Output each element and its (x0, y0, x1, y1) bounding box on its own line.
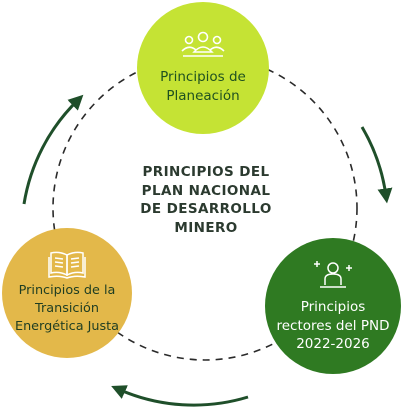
rectores-line-2: rectores del PND (276, 317, 390, 334)
arrow-to-rectores (360, 126, 393, 204)
transicion-line-3: Energética Justa (14, 318, 120, 334)
transicion-line-2: Transición (35, 301, 99, 317)
node-principios-transicion: Principios de la Transición Energética J… (2, 228, 132, 358)
node-principios-rectores: Principios rectores del PND 2022-2026 (265, 238, 401, 374)
open-book-icon (48, 251, 86, 279)
planeacion-line-1: Principios de (160, 69, 246, 86)
transicion-line-1: Principios de la (18, 283, 116, 299)
title-line-2: PLAN NACIONAL (141, 182, 271, 199)
node-transicion-label: Principios de la Transición Energética J… (15, 282, 119, 336)
arrow-to-transicion (111, 385, 249, 407)
person-sparkle-icon (314, 260, 352, 288)
node-planeacion-label: Principios de Planeación (160, 68, 246, 106)
rectores-line-1: Principios (300, 298, 366, 315)
diagram-title: PRINCIPIOS DEL PLAN NACIONAL DE DESARROL… (118, 163, 294, 238)
title-line-3: DE DESARROLLO (140, 201, 272, 218)
arrow-to-planeacion (22, 94, 84, 205)
node-rectores-label: Principios rectores del PND 2022-2026 (277, 298, 390, 355)
rectores-line-3: 2022-2026 (296, 336, 370, 353)
title-line-4: MINERO (174, 219, 238, 236)
title-line-1: PRINCIPIOS DEL (142, 164, 270, 180)
planeacion-line-2: Planeación (166, 88, 240, 104)
people-group-icon (181, 31, 225, 57)
node-principios-planeacion: Principios de Planeación (137, 2, 269, 134)
